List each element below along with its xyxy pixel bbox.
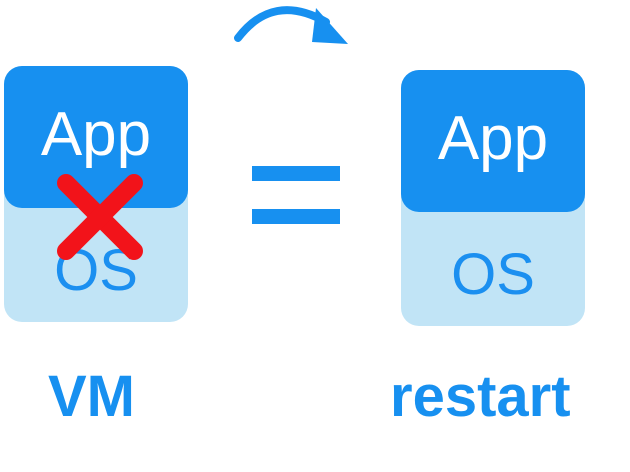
vm-stack: App OS: [4, 66, 188, 322]
vm-caption: VM: [48, 364, 135, 429]
restart-caption: restart: [390, 364, 571, 429]
cross-icon: [57, 174, 143, 260]
restart-app-label: App: [437, 104, 549, 173]
restart-stack: App OS: [401, 70, 585, 326]
curved-arrow-icon: [234, 6, 348, 44]
equals-icon: [252, 166, 340, 224]
restart-app-layer: [401, 70, 585, 212]
restart-os-label: OS: [451, 242, 535, 307]
vm-app-label: App: [40, 100, 152, 169]
vm-app-layer: [4, 66, 188, 208]
